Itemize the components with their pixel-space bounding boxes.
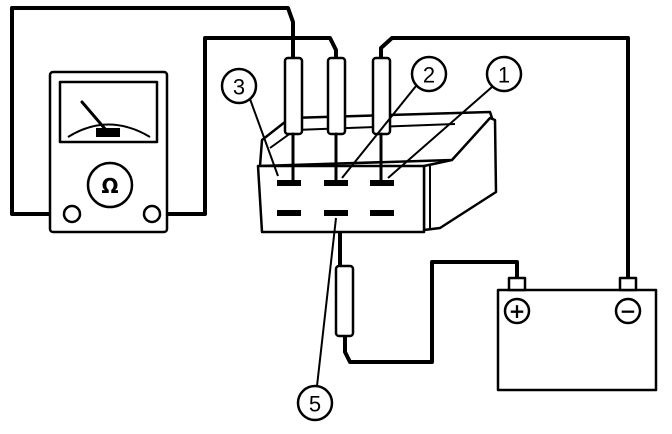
probes [283,56,392,338]
wire-terminal-5-to-battery-positive [343,260,519,364]
wire-terminal-1-to-battery-negative [379,36,630,282]
callout-terminal-3-leader [249,98,279,177]
battery-positive-mark [503,297,531,325]
relay-terminal-1-slot [370,180,394,186]
callout-terminal-2-label: 2 [423,63,435,88]
ohmmeter-needle-pivot [96,128,120,137]
ohmmeter-needle [80,100,108,132]
relay-terminal-6-slot [370,210,394,216]
callout-terminal-1-label: 1 [498,63,510,88]
battery-positive-symbol: + [509,299,526,323]
callouts: 3 2 1 5 [220,55,523,422]
battery: + − [496,276,658,392]
callout-terminal-2-circle [410,55,448,93]
probe-terminal-3-handle [283,56,304,136]
ohmmeter-right-terminal [142,204,162,224]
battery-negative-post [618,276,638,292]
relay [256,110,498,234]
battery-negative-symbol: − [620,299,637,323]
ohmmeter-scale-arc [67,123,151,138]
battery-positive-post [507,276,527,292]
relay-terminal-5-slot [324,210,348,216]
probe-terminal-2-handle [326,56,347,136]
relay-terminal-3-slot [277,180,301,186]
relay-terminal-4-slot [277,210,301,216]
callout-terminal-3-label: 3 [233,75,245,100]
callout-terminal-5-circle [296,384,334,422]
callout-terminal-1-circle [485,55,523,93]
callout-terminal-1-leader [387,86,493,179]
callout-terminal-2-leader [341,85,417,179]
callout-terminal-3-circle [220,67,258,105]
battery-negative-mark [614,297,642,325]
callout-terminal-5-label: 5 [309,392,321,417]
relay-terminal-2-slot [324,180,348,186]
ohmmeter: Ω [48,70,169,234]
wire-ohmmeter-to-terminal-3 [10,6,295,216]
wires [10,6,630,364]
relay-front-face [256,164,426,234]
probe-terminal-5-handle [334,264,355,338]
callout-terminal-5-leader [316,217,337,387]
ohmmeter-symbol: Ω [101,174,118,198]
ohmmeter-left-terminal [62,204,82,224]
wire-ohmmeter-to-terminal-2 [150,36,338,216]
ohmmeter-dial [86,161,134,209]
